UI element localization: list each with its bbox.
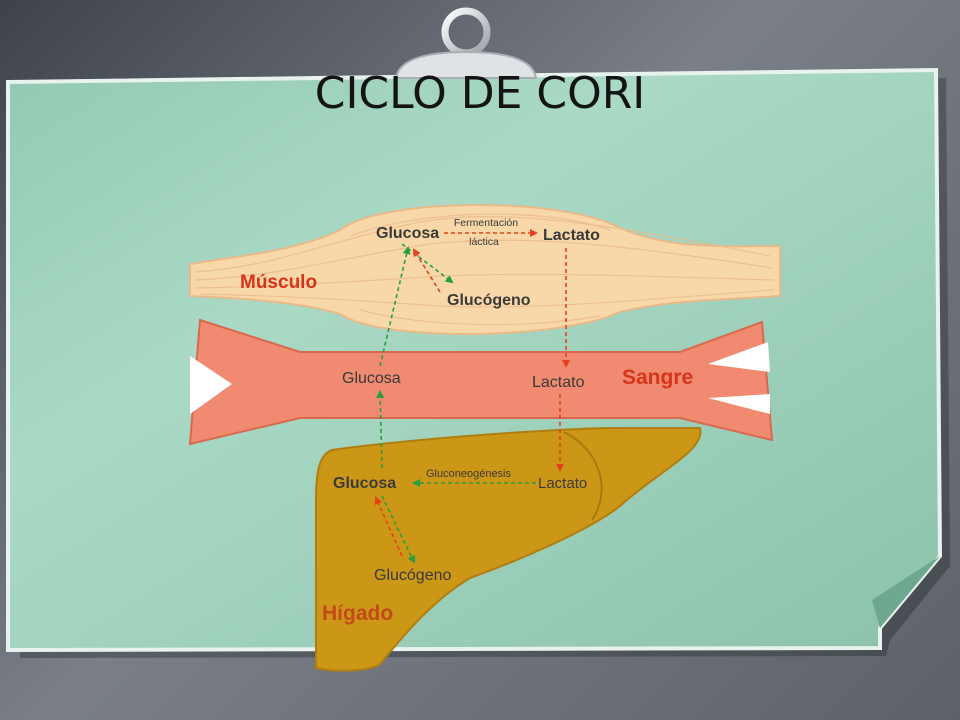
liver-glucose-to-glycogen-arrow: [381, 495, 415, 564]
liver-lactate-label: Lactato: [538, 475, 587, 492]
liver-glycogen-to-glucose-arrow: [374, 496, 403, 557]
fermentation-label-line1: Fermentación: [454, 217, 518, 229]
liver-glycogen-label: Glucógeno: [374, 567, 451, 584]
paper-clip-icon: [394, 7, 538, 79]
blood-glucose-label: Glucosa: [342, 370, 401, 387]
blood-label: Sangre: [622, 366, 693, 389]
liver-glucose-label: Glucosa: [333, 475, 396, 492]
blood-glucose-to-muscle-arrow: [379, 246, 411, 367]
blood-vessel-shape: [188, 318, 774, 446]
fermentation-label-line2: láctica: [469, 236, 499, 248]
gluconeogenesis-label: Gluconeogénesis: [426, 468, 512, 480]
blood-lactate-label: Lactato: [532, 374, 585, 391]
liver-label: Hígado: [322, 602, 393, 625]
muscle-shape: [189, 204, 781, 335]
slide-title: CICLO DE CORI: [315, 68, 646, 119]
muscle-glucose-label: Glucosa: [376, 225, 439, 242]
muscle-glycogen-label: Glucógeno: [447, 292, 531, 309]
liver-shape: [315, 427, 702, 672]
muscle-glycogen-to-glucose-arrow: [412, 248, 441, 293]
liver-glucose-to-blood-arrow: [376, 390, 385, 469]
muscle-lactate-label: Lactato: [543, 227, 600, 244]
muscle-label: Músculo: [240, 272, 317, 293]
